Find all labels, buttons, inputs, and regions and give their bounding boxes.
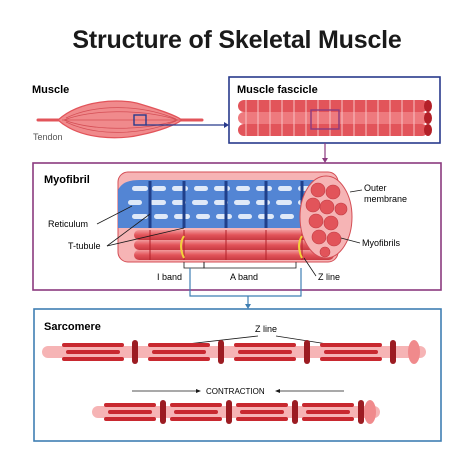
sarcomere-z-line-label: Z line bbox=[255, 324, 277, 334]
muscle-section: Muscle Tendon bbox=[32, 84, 229, 142]
reticulum-leader-line bbox=[96, 205, 133, 225]
outer-membrane-label-line1: Outer bbox=[364, 183, 387, 193]
myofibril-to-sarcomere-connector bbox=[189, 268, 302, 297]
connector-arrowhead bbox=[322, 158, 328, 163]
band-brackets bbox=[183, 262, 297, 269]
t-tubule-label: T-tubule bbox=[68, 241, 101, 251]
fascicle-zoom-box bbox=[310, 109, 340, 130]
z-line-label: Z line bbox=[318, 272, 340, 282]
i-band-label: I band bbox=[157, 272, 182, 282]
myofibrils-leader-line bbox=[340, 237, 361, 244]
muscle-label: Muscle bbox=[32, 84, 69, 96]
myofibril-bundle-illustration bbox=[117, 171, 353, 263]
myofibril-cross-section bbox=[299, 175, 353, 259]
myofibrils-label: Myofibrils bbox=[362, 238, 401, 248]
relaxed-sarcomere-row bbox=[42, 340, 426, 364]
a-band-label: A band bbox=[230, 272, 258, 282]
t-tubule-leader-line bbox=[106, 213, 151, 247]
outer-membrane-label-line2: membrane bbox=[364, 194, 407, 204]
myofibril-section: Myofibril bbox=[32, 162, 442, 309]
tendon-label: Tendon bbox=[33, 132, 63, 142]
contraction-arrowhead-left bbox=[196, 389, 201, 393]
z-line-leader-line bbox=[303, 257, 317, 277]
fascicle-label: Muscle fascicle bbox=[237, 84, 318, 96]
myofibril-label: Myofibril bbox=[44, 174, 90, 186]
sarcomere-label: Sarcomere bbox=[44, 321, 101, 333]
connector-arrowhead bbox=[245, 304, 251, 309]
outer-membrane-leader-line bbox=[349, 189, 363, 193]
reticulum-label: Reticulum bbox=[48, 219, 88, 229]
fascicle-fibers bbox=[238, 100, 432, 136]
muscle-zoom-box bbox=[133, 114, 147, 126]
sarcomere-section: Sarcomere Z line CONTRACTION bbox=[33, 308, 442, 442]
contraction-label: CONTRACTION bbox=[206, 387, 265, 396]
contracted-sarcomere-row bbox=[92, 400, 380, 424]
connector-arrowhead bbox=[224, 122, 229, 128]
contraction-arrowhead-right bbox=[275, 389, 280, 393]
fascicle-section: Muscle fascicle bbox=[228, 76, 441, 163]
t-tubule-leader-line bbox=[106, 227, 185, 247]
page-title: Structure of Skeletal Muscle bbox=[72, 26, 402, 54]
muscle-illustration bbox=[36, 100, 204, 139]
